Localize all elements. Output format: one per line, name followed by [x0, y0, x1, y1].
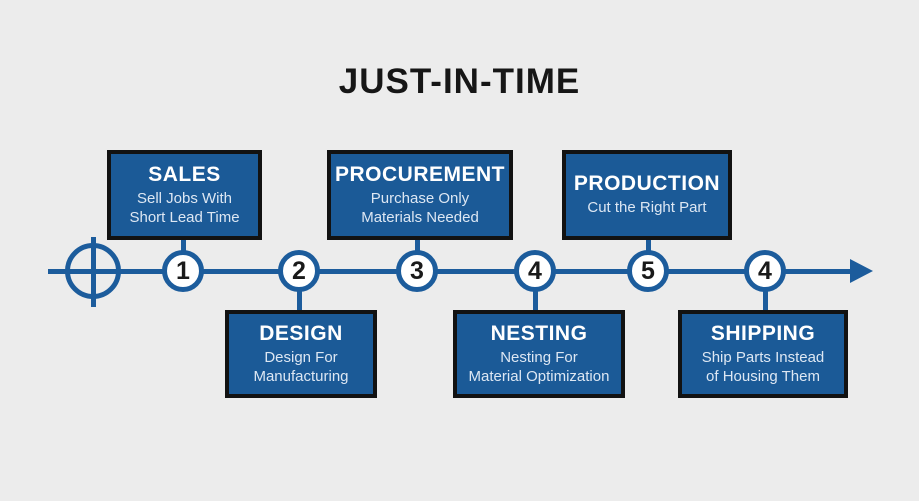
node-number: 4	[758, 256, 772, 285]
step-box-title: DESIGN	[259, 321, 343, 345]
node-number: 2	[292, 256, 306, 285]
arrow-right-icon	[850, 259, 873, 283]
step-box-title: NESTING	[490, 321, 588, 345]
node-number: 3	[410, 256, 424, 285]
step-box-procurement: PROCUREMENT Purchase Only Materials Need…	[327, 150, 513, 240]
step-box-sales: SALES Sell Jobs With Short Lead Time	[107, 150, 262, 240]
step-box-production: PRODUCTION Cut the Right Part	[562, 150, 732, 240]
timeline-node-6: 4	[744, 250, 786, 292]
crosshair-circle	[65, 243, 121, 299]
timeline-node-4: 4	[514, 250, 556, 292]
timeline-node-5: 5	[627, 250, 669, 292]
node-number: 5	[641, 256, 655, 285]
step-box-title: SHIPPING	[710, 321, 816, 345]
timeline-line	[48, 269, 854, 274]
step-box-title: PRODUCTION	[573, 172, 721, 196]
timeline-node-2: 2	[278, 250, 320, 292]
step-box-description: Purchase Only Materials Needed	[361, 189, 479, 226]
page-title: JUST-IN-TIME	[338, 62, 581, 101]
step-box-description: Nesting For Material Optimization	[468, 348, 610, 385]
step-box-description: Sell Jobs With Short Lead Time	[129, 189, 240, 226]
step-box-title: PROCUREMENT	[334, 162, 505, 186]
step-box-shipping: SHIPPING Ship Parts Instead of Housing T…	[678, 310, 848, 398]
node-number: 4	[528, 256, 542, 285]
timeline-node-3: 3	[396, 250, 438, 292]
step-box-design: DESIGN Design For Manufacturing	[225, 310, 377, 398]
step-box-description: Ship Parts Instead of Housing Them	[701, 348, 825, 385]
step-box-description: Design For Manufacturing	[253, 348, 349, 385]
step-box-nesting: NESTING Nesting For Material Optimizatio…	[453, 310, 625, 398]
step-box-description: Cut the Right Part	[587, 199, 707, 217]
step-box-title: SALES	[148, 162, 221, 186]
node-number: 1	[176, 256, 190, 285]
timeline-node-1: 1	[162, 250, 204, 292]
